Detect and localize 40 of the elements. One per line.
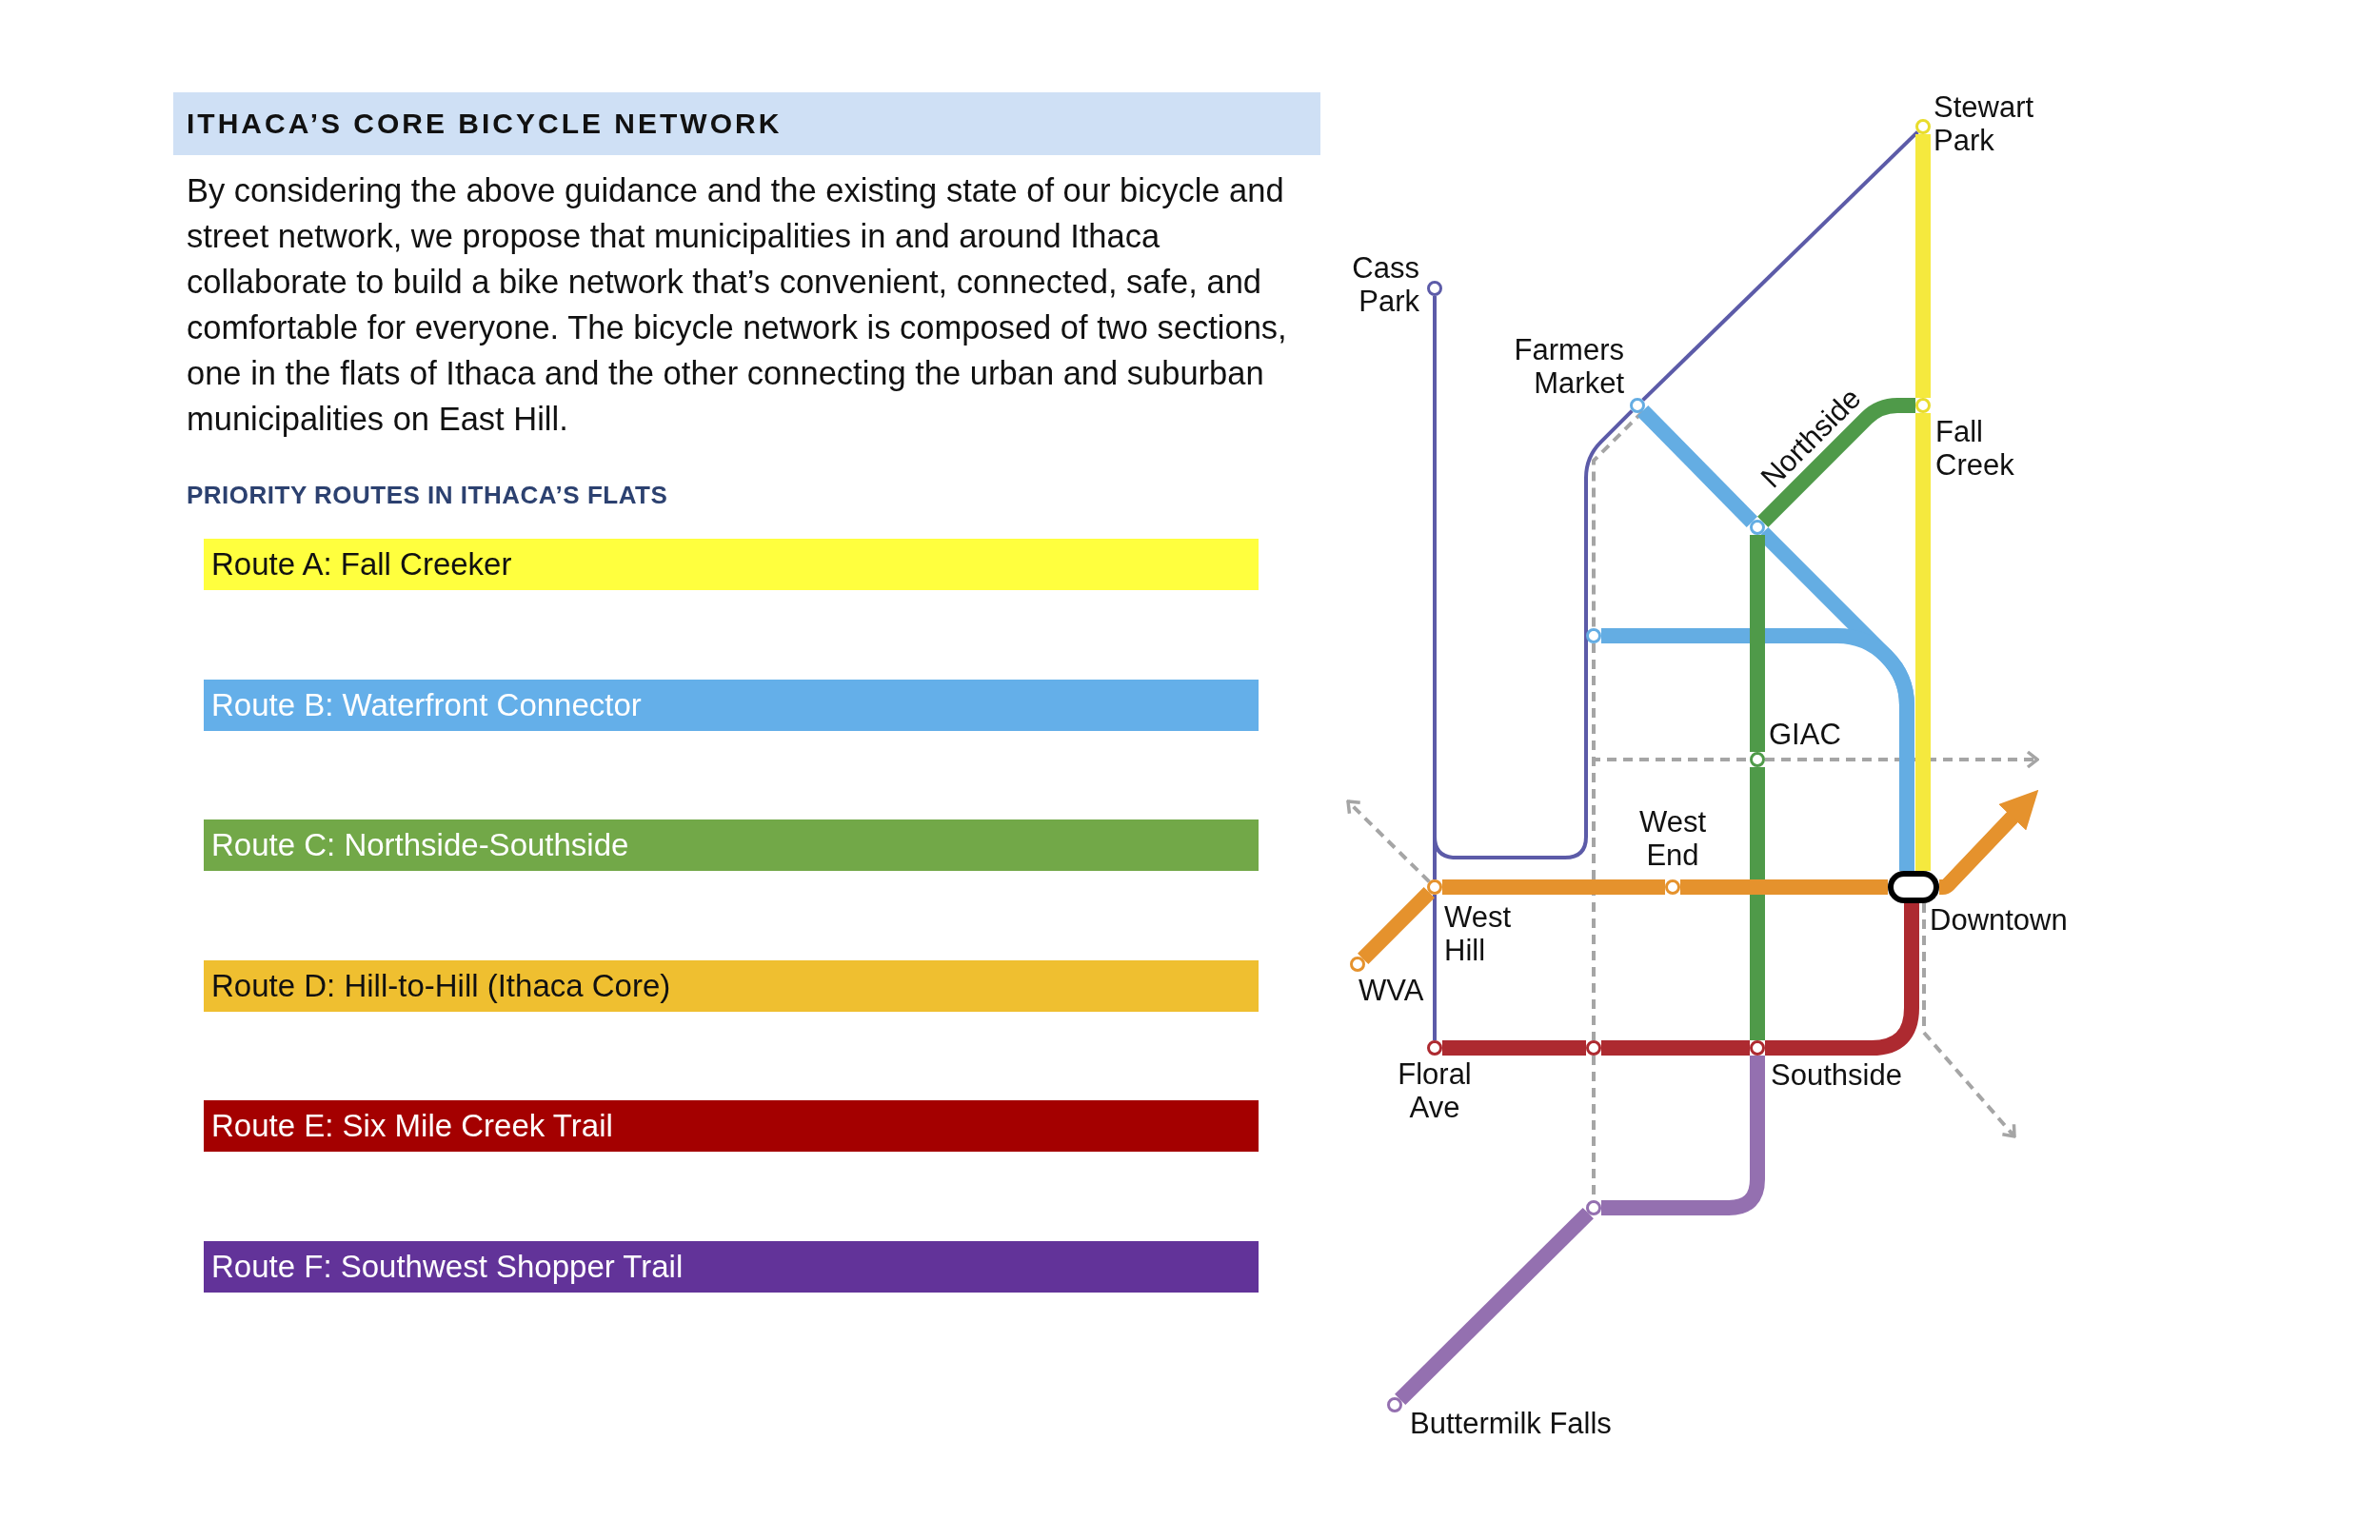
path-line [1433, 895, 1437, 1040]
route-line [1750, 767, 1765, 1040]
station-label: West Hill [1444, 900, 1512, 967]
station-label: Cass Park [1352, 251, 1419, 318]
route-line [1395, 1207, 1594, 1406]
route-line [1765, 903, 1919, 1056]
route-line [1601, 1040, 1750, 1056]
dashed-arrow [1346, 800, 1431, 883]
legend-band: Route B: Waterfront Connector [204, 679, 1259, 731]
station-label: Buttermilk Falls [1410, 1407, 1612, 1440]
path-line [1641, 130, 1919, 402]
route-line [1358, 887, 1435, 964]
legend-band: Route D: Hill-to-Hill (Ithaca Core) [204, 959, 1259, 1012]
station-label: Floral Ave [1398, 1057, 1472, 1124]
station-label: Farmers Market [1514, 333, 1624, 400]
station-label: Fall Creek [1935, 415, 2014, 482]
legend-band: Route C: Northside-Southside [204, 819, 1259, 872]
legend-band: Route F: Southwest Shopper Trail [204, 1241, 1259, 1293]
intro-paragraph: By considering the above guidance and the existing state of our bicycle and street network, we propose that municipalities in and around Ithaca collaborate to build a bike network that’s convenient, connected, safe, and comfortable for everyone. The bicycle network is composed of two sections, one in the flats of Ithaca and the other connecting the urban and suburban municipalities on East Hill. [187, 171, 1288, 439]
legend-band: Route A: Fall Creeker [204, 539, 1259, 590]
section-heading: PRIORITY ROUTES IN ITHACA’S FLATS [187, 481, 668, 510]
station-label: West End [1638, 805, 1707, 872]
station-label: Southside [1771, 1058, 1902, 1092]
route-line [1757, 398, 1915, 527]
route-line [1636, 405, 1758, 527]
route-line [1680, 879, 1888, 895]
legend-band: Route E: Six Mile Creek Trail [204, 1100, 1259, 1153]
dashed-arrow [1922, 903, 2016, 1138]
title-banner: ITHACA’S CORE BICYCLE NETWORK [173, 92, 1320, 155]
station-label: Stewart Park [1934, 90, 2034, 157]
route-line [1601, 1056, 1765, 1215]
station-label: Downtown [1930, 903, 2068, 937]
route-line [1442, 1040, 1586, 1056]
route-line [1442, 879, 1665, 895]
dashed-arrow [1765, 750, 2039, 769]
route-line [1750, 535, 1765, 752]
route-line [1915, 413, 1931, 871]
station-label: GIAC [1769, 718, 1841, 751]
route-line [1915, 134, 1931, 398]
station-label: WVA [1359, 974, 1424, 1007]
